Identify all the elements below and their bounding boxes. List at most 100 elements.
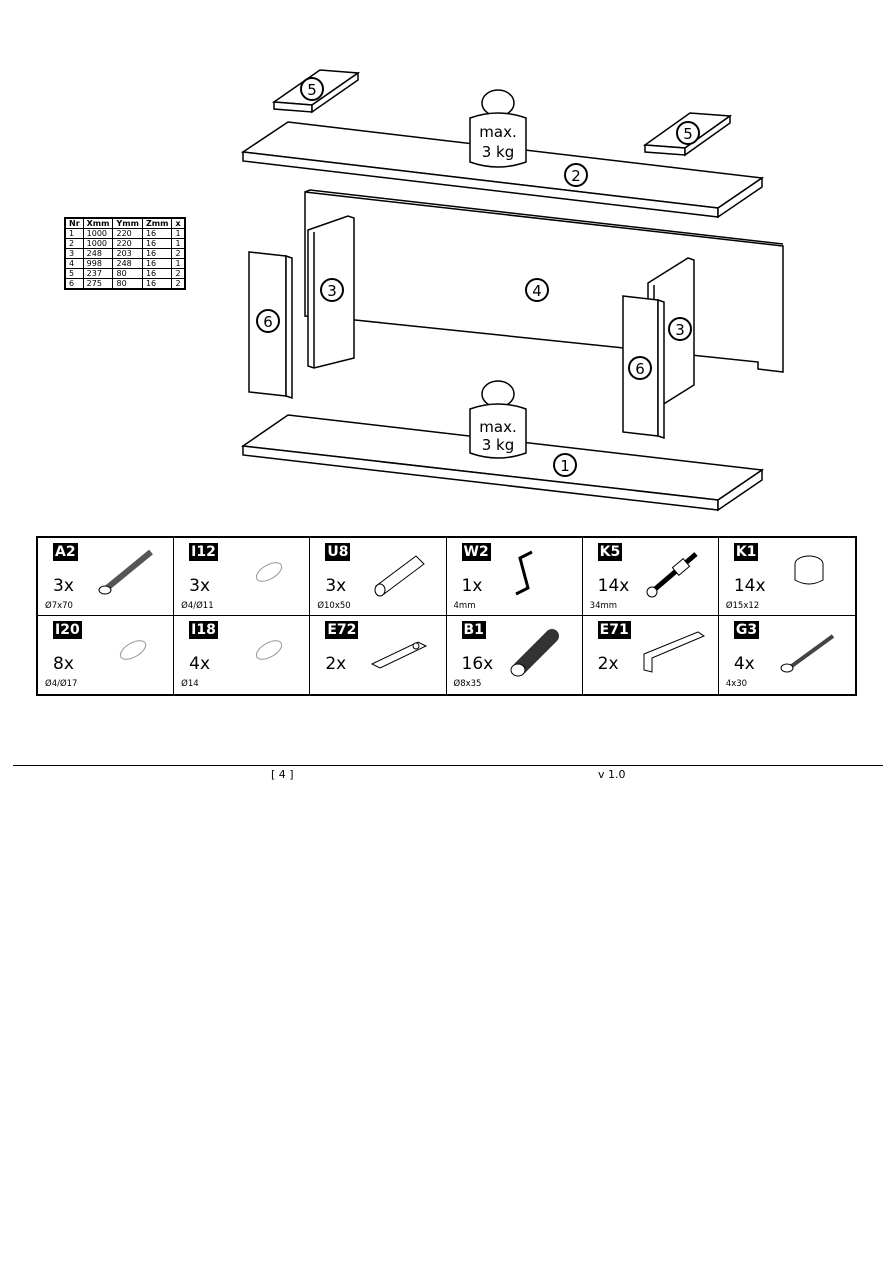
hardware-item-e72: E72 2x xyxy=(310,616,447,694)
hardware-size: Ø15x12 xyxy=(725,601,760,611)
svg-text:3: 3 xyxy=(327,282,337,300)
table-header: Ymm xyxy=(112,217,143,229)
table-cell: 5 xyxy=(64,268,84,279)
svg-text:3 kg: 3 kg xyxy=(482,143,515,161)
table-cell: 16 xyxy=(141,238,173,249)
part-label-5: 5 xyxy=(676,121,700,145)
table-cell: 220 xyxy=(112,228,143,239)
table-cell: 1000 xyxy=(82,228,114,239)
exploded-assembly-diagram: max. 3 kg max. 3 kg 5 5 2 3 4 6 3 6 1 xyxy=(240,69,784,512)
hardware-size: Ø7x70 xyxy=(45,601,73,611)
svg-text:6: 6 xyxy=(635,360,645,378)
hardware-quantity: 2x xyxy=(597,654,619,674)
table-header: Nr xyxy=(64,217,84,229)
cap-icon xyxy=(120,640,147,660)
part-label-6: 6 xyxy=(256,309,280,333)
dowel-icon xyxy=(510,629,559,677)
table-cell: 6 xyxy=(64,278,84,290)
table-cell: 1 xyxy=(171,228,186,239)
hardware-code: W2 xyxy=(461,543,491,561)
table-cell: 220 xyxy=(112,238,143,249)
table-cell: 1 xyxy=(171,238,186,249)
hardware-quantity: 4x xyxy=(733,654,755,674)
table-header: x xyxy=(171,217,186,229)
hardware-quantity: 3x xyxy=(325,576,347,596)
table-cell: 16 xyxy=(141,228,173,239)
hardware-size: Ø4/Ø11 xyxy=(181,601,214,611)
hardware-quantity: 3x xyxy=(189,576,211,596)
wall-plug-icon xyxy=(374,555,425,597)
table-cell: 275 xyxy=(82,278,114,290)
hardware-quantity: 14x xyxy=(733,576,766,596)
hardware-quantity: 2x xyxy=(325,654,347,674)
part-label-5: 5 xyxy=(300,77,324,101)
hardware-quantity: 14x xyxy=(597,576,630,596)
svg-text:2: 2 xyxy=(571,167,581,185)
hardware-code: I20 xyxy=(53,621,82,639)
table-cell: 1 xyxy=(171,258,186,269)
hardware-code: K1 xyxy=(733,543,759,561)
hardware-size: Ø8x35 xyxy=(453,679,482,689)
version-label: v 1.0 xyxy=(598,768,626,781)
part-label-3: 3 xyxy=(668,317,692,341)
hardware-code: A2 xyxy=(53,543,78,561)
hardware-size: 4x30 xyxy=(725,679,748,689)
wood-screw-icon xyxy=(780,634,835,673)
cap-icon xyxy=(256,640,283,660)
flat-bracket-icon xyxy=(370,641,427,669)
svg-text:6: 6 xyxy=(263,313,273,331)
table-cell: 237 xyxy=(82,268,114,279)
hardware-quantity: 16x xyxy=(461,654,494,674)
hardware-code: G3 xyxy=(733,621,760,639)
table-cell: 2 xyxy=(171,278,186,290)
footer-divider xyxy=(13,765,883,766)
table-cell: 2 xyxy=(64,238,84,249)
table-cell: 80 xyxy=(112,268,143,279)
table-cell: 16 xyxy=(141,268,173,279)
svg-text:5: 5 xyxy=(683,125,693,143)
hardware-size: Ø4/Ø17 xyxy=(45,679,78,689)
table-cell: 16 xyxy=(141,248,173,259)
table-cell: 203 xyxy=(112,248,143,259)
hardware-quantity: 4x xyxy=(189,654,211,674)
weight-icon-top: max. 3 kg xyxy=(469,89,527,168)
hardware-size: 34mm xyxy=(589,601,618,611)
svg-text:5: 5 xyxy=(307,81,317,99)
angle-bracket-icon xyxy=(643,631,705,673)
table-header: Xmm xyxy=(82,217,114,229)
hardware-code: U8 xyxy=(325,543,351,561)
hardware-code: I12 xyxy=(189,543,218,561)
hardware-code: E72 xyxy=(325,621,359,639)
hardware-quantity: 1x xyxy=(461,576,483,596)
svg-text:1: 1 xyxy=(560,457,570,475)
page-number: [ 4 ] xyxy=(271,768,294,781)
part-label-6: 6 xyxy=(628,356,652,380)
cam-lock-icon xyxy=(794,555,824,585)
hardware-item-g3: G3 4x 4x30 xyxy=(719,616,855,694)
svg-text:3 kg: 3 kg xyxy=(482,436,515,454)
table-cell: 2 xyxy=(171,248,186,259)
table-cell: 1 xyxy=(64,228,84,239)
hex-key-icon xyxy=(514,550,533,596)
cap-icon xyxy=(256,562,283,582)
hardware-quantity: 3x xyxy=(53,576,74,596)
part-label-2: 2 xyxy=(564,163,588,187)
table-cell: 80 xyxy=(112,278,143,290)
hardware-quantity: 8x xyxy=(53,654,74,674)
hardware-code: B1 xyxy=(461,621,486,639)
part-label-3: 3 xyxy=(320,278,344,302)
hardware-size: Ø10x50 xyxy=(317,601,351,611)
screw-bolt-icon xyxy=(98,549,154,595)
